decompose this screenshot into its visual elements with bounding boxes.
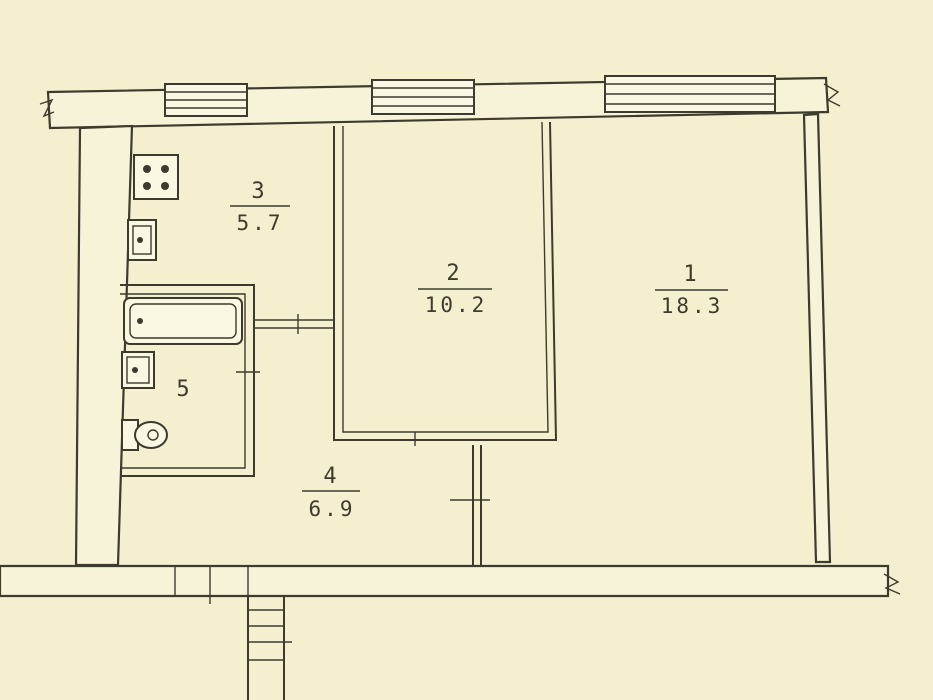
washbasin-icon [121, 351, 155, 389]
room-5-number: 5 [176, 377, 189, 402]
room-4-area: 6.9 [309, 497, 356, 521]
room-2-number: 2 [446, 261, 459, 286]
room-1-area: 18.3 [661, 294, 724, 318]
room-3-area: 5.7 [237, 211, 284, 235]
bathtub-icon [123, 297, 243, 345]
stove-icon [133, 154, 179, 200]
window-room-1 [604, 75, 776, 113]
room-4-number: 4 [323, 464, 336, 489]
toilet-icon [121, 419, 168, 451]
window-room-2 [371, 79, 475, 115]
windows [164, 75, 776, 117]
room-3-number: 3 [251, 179, 264, 204]
room-1-number: 1 [683, 262, 696, 287]
room-2-label: 2 10.2 [418, 261, 492, 317]
room-4-label: 4 6.9 [302, 464, 360, 521]
room-2-area: 10.2 [425, 293, 488, 317]
partitions [120, 121, 558, 565]
room-5-label: 5 [176, 377, 189, 402]
room-3-label: 3 5.7 [230, 179, 290, 235]
window-kitchen [164, 83, 248, 117]
room-1-label: 1 18.3 [655, 262, 728, 318]
sink-icon [127, 219, 157, 261]
